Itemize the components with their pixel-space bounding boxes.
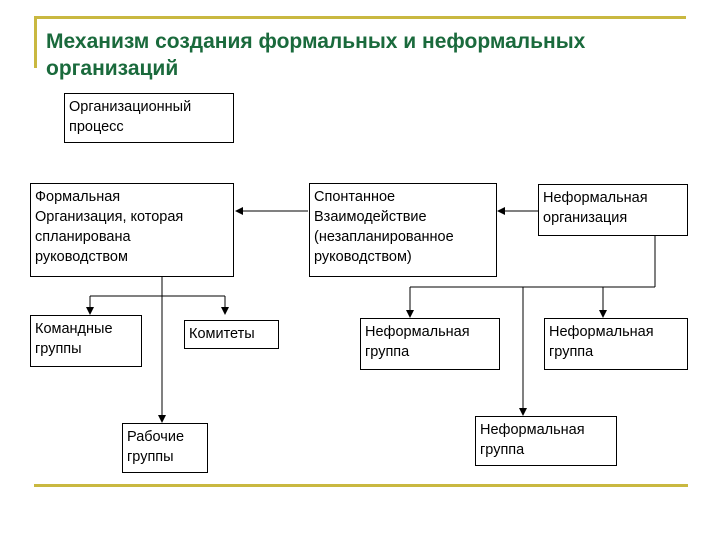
node-formal-organization: Формальная Организация, которая спланиро… (30, 183, 234, 277)
node-spontaneous-interaction: Спонтанное Взаимодействие (незапланирова… (309, 183, 497, 277)
frame-top-rule (34, 16, 686, 19)
node-organizational-process: Организационный процесс (64, 93, 234, 143)
node-command-groups: Командные группы (30, 315, 142, 367)
node-informal-group-2: Неформальная группа (544, 318, 688, 370)
node-committees: Комитеты (184, 320, 279, 349)
slide-title: Механизм создания формальных и неформаль… (46, 30, 586, 80)
node-informal-group-3: Неформальная группа (475, 416, 617, 466)
node-informal-group-1: Неформальная группа (360, 318, 500, 370)
node-informal-organization: Неформальная организация (538, 184, 688, 236)
frame-bottom-rule (34, 484, 688, 487)
frame-left-rule (34, 16, 37, 68)
node-work-groups: Рабочие группы (122, 423, 208, 473)
